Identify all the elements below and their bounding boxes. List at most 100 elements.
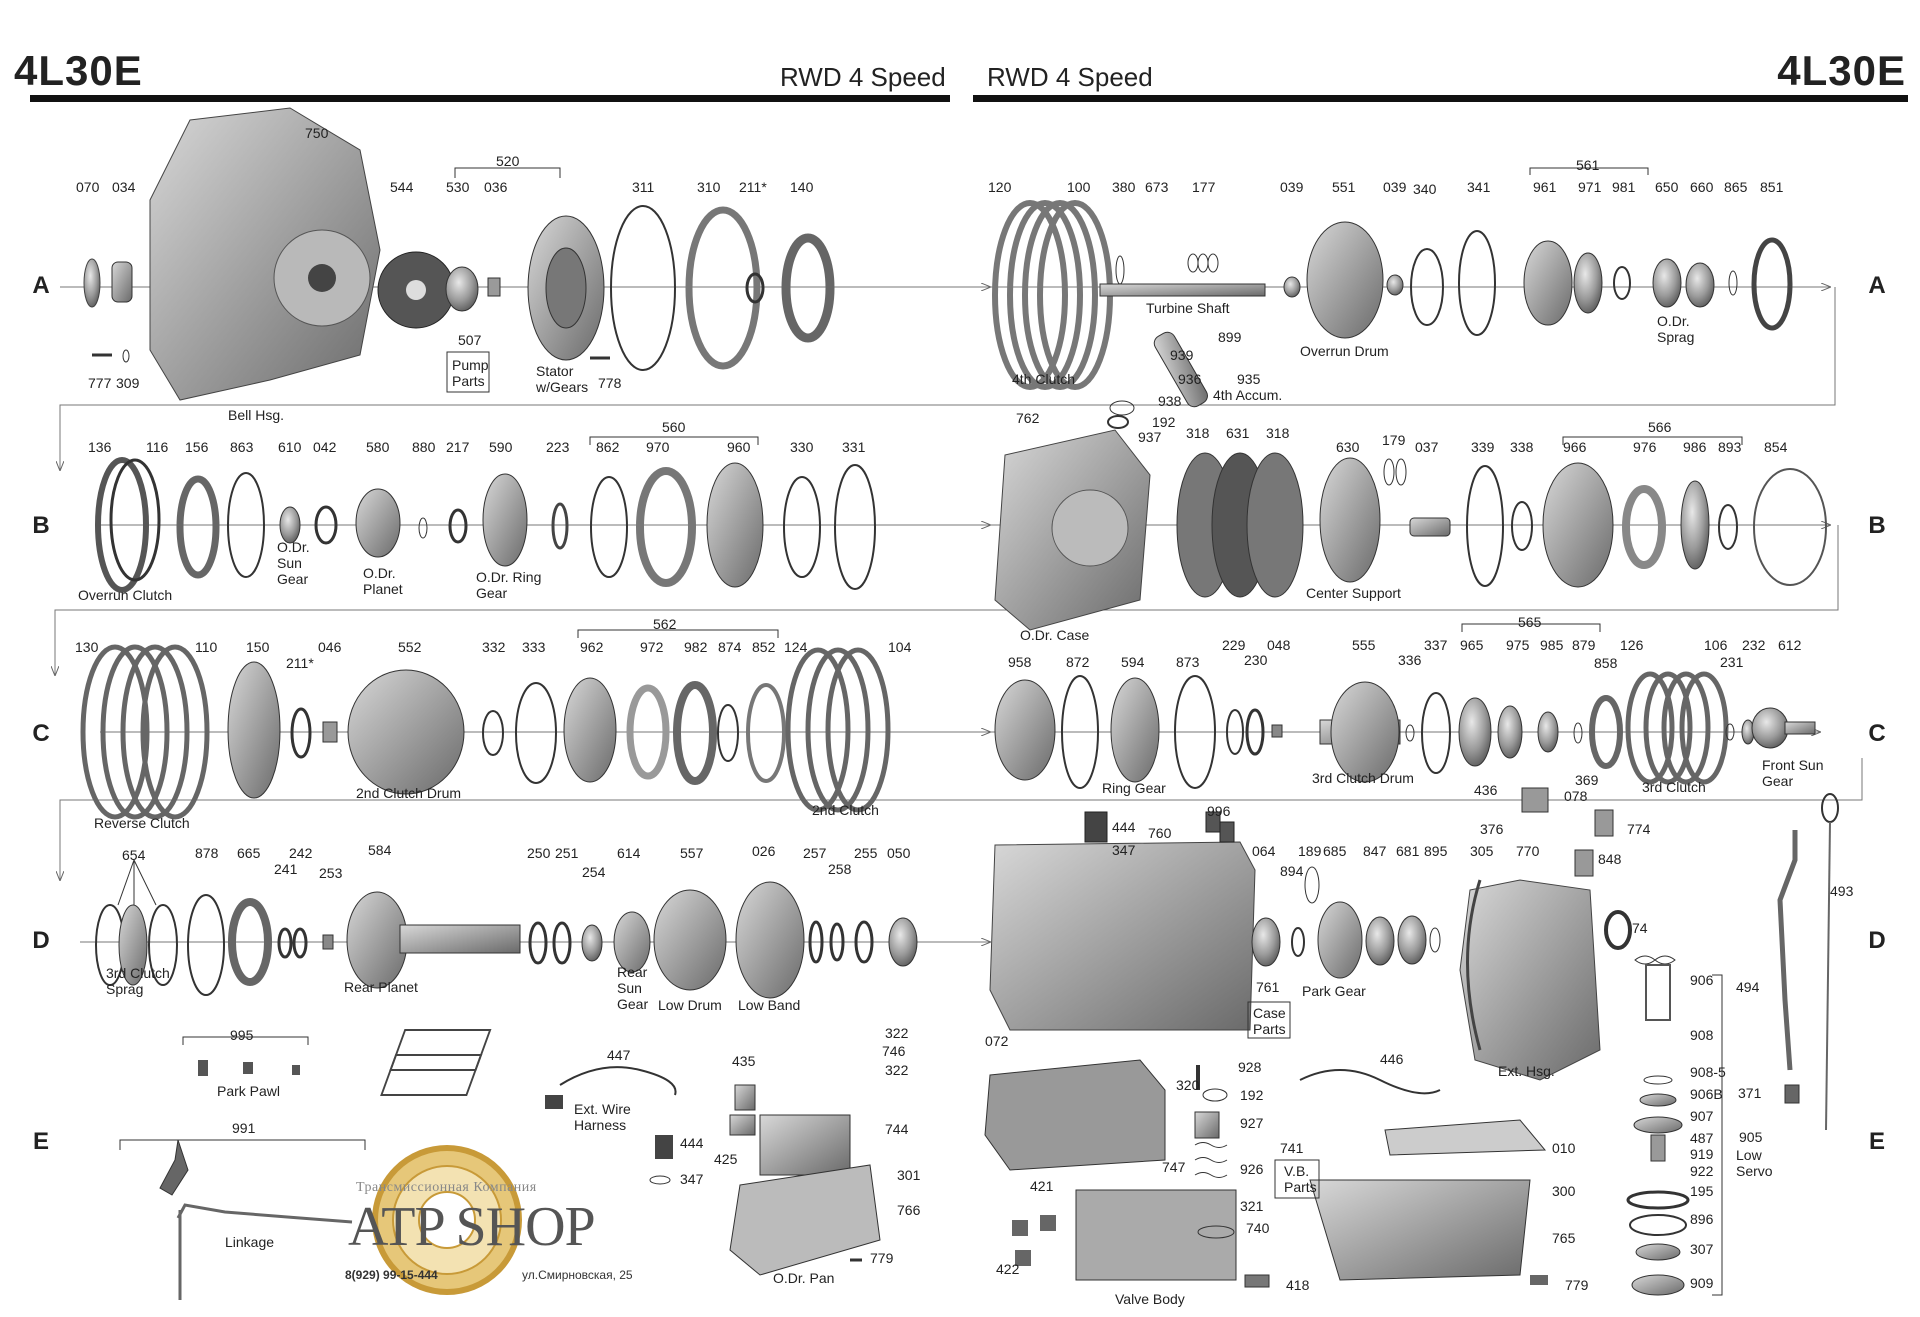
part-number: 322 (885, 1025, 909, 1041)
part-number: 908-5 (1690, 1064, 1726, 1080)
part-number: 120 (988, 179, 1012, 195)
part-number: 774 (1627, 821, 1651, 837)
caption-od-case: O.Dr. Case (1020, 627, 1089, 643)
part-number: 991 (232, 1120, 256, 1136)
part-number: 874 (718, 639, 742, 655)
part-number: 965 (1460, 637, 1484, 653)
caption-fourth-clutch: 4th Clutch (1012, 371, 1075, 387)
part-number: 250 (527, 845, 551, 861)
brand-address: ул.Смирновская, 25 (522, 1268, 633, 1282)
part-number: 566 (1648, 419, 1672, 435)
part-number: 909 (1690, 1275, 1714, 1291)
part-number: 544 (390, 179, 414, 195)
part-number: 975 (1506, 637, 1530, 653)
caption-line: Stator (536, 363, 574, 379)
part-number: 333 (522, 639, 546, 655)
part-number: 847 (1363, 843, 1387, 859)
part-number: 741 (1280, 1140, 1304, 1156)
row-a-right-parts (992, 167, 1793, 429)
part-number: 747 (1162, 1159, 1186, 1175)
part-number: 106 (1704, 637, 1728, 653)
caption-third-clutch: 3rd Clutch (1642, 779, 1706, 795)
model-title-right: 4L30E (1777, 47, 1906, 94)
part-number: 104 (888, 639, 912, 655)
flow-lines (55, 287, 1863, 942)
part-number: 744 (885, 1121, 909, 1137)
part-number: 341 (1467, 179, 1491, 195)
part-number: 927 (1240, 1115, 1264, 1131)
part-number: 937 (1138, 429, 1162, 445)
caption-line: Ext. Wire (574, 1101, 631, 1117)
part-number: 520 (496, 153, 520, 169)
part-number: 995 (230, 1027, 254, 1043)
part-number: 981 (1612, 179, 1636, 195)
part-number: 229 (1222, 637, 1246, 653)
part-number: 444 (680, 1135, 704, 1151)
vb-parts-box (1274, 1159, 1320, 1199)
part-number: 972 (640, 639, 664, 655)
caption-line: Sprag (1657, 329, 1694, 345)
row-b-left-parts (95, 436, 876, 593)
row-a-left-parts (83, 107, 835, 401)
part-number: 896 (1690, 1211, 1714, 1227)
caption-park-gear: Park Gear (1302, 983, 1366, 999)
part-number: 251 (555, 845, 579, 861)
part-number: 862 (596, 439, 620, 455)
row-label-d-right: D (1868, 927, 1886, 954)
part-number: 928 (1238, 1059, 1262, 1075)
part-number: 962 (580, 639, 604, 655)
row-label-a-left: A (32, 272, 50, 299)
part-number: 958 (1008, 654, 1032, 670)
caption-line: Rear (617, 964, 648, 980)
header-rule-left (30, 95, 950, 102)
caption-line: Low (1736, 1147, 1763, 1163)
part-number: 872 (1066, 654, 1090, 670)
caption-line: Parts (1284, 1179, 1317, 1195)
part-number: 446 (1380, 1051, 1404, 1067)
part-number: 371 (1738, 1085, 1762, 1101)
part-number: 078 (1564, 788, 1588, 804)
part-number: 765 (1552, 1230, 1576, 1246)
caption-line: Servo (1736, 1163, 1773, 1179)
part-number: 562 (653, 616, 677, 632)
part-number: 447 (607, 1047, 631, 1063)
part-number: 042 (313, 439, 337, 455)
part-number: 192 (1240, 1087, 1264, 1103)
part-number-labels: 070 034 750 544 530 036 520 311 310 211*… (75, 125, 1854, 1293)
row-e-left-parts (119, 1029, 881, 1300)
part-number: 858 (1594, 655, 1618, 671)
part-number: 863 (230, 439, 254, 455)
part-number: 070 (76, 179, 100, 195)
part-number: 048 (1267, 637, 1291, 653)
part-number: 681 (1396, 843, 1420, 859)
caption-line: Front Sun (1762, 757, 1823, 773)
part-number: 305 (1470, 843, 1494, 859)
caption-line: Gear (277, 571, 308, 587)
part-number: 926 (1240, 1161, 1264, 1177)
caption-line: Gear (617, 996, 648, 1012)
part-number: 195 (1690, 1183, 1714, 1199)
part-number: 673 (1145, 179, 1169, 195)
caption-od-pan: O.Dr. Pan (773, 1270, 834, 1286)
bell-housing-shape (149, 107, 381, 401)
caption-line: Planet (363, 581, 403, 597)
part-number: 010 (1552, 1140, 1576, 1156)
row-label-d-left: D (32, 927, 50, 954)
row-e-right-parts (984, 1059, 1548, 1288)
part-number: 660 (1690, 179, 1714, 195)
caption-rear-planet: Rear Planet (344, 979, 418, 995)
caption-linkage: Linkage (225, 1234, 274, 1250)
caption-od-sprag: O.Dr.Sprag (1657, 313, 1694, 345)
part-number: 936 (1178, 371, 1202, 387)
row-label-e-left: E (32, 1128, 49, 1155)
part-number: 156 (185, 439, 209, 455)
part-number: 908 (1690, 1027, 1714, 1043)
part-number: 894 (1280, 863, 1304, 879)
caption-line: V.B. (1284, 1163, 1309, 1179)
part-number: 750 (305, 125, 329, 141)
part-number: 630 (1336, 439, 1360, 455)
